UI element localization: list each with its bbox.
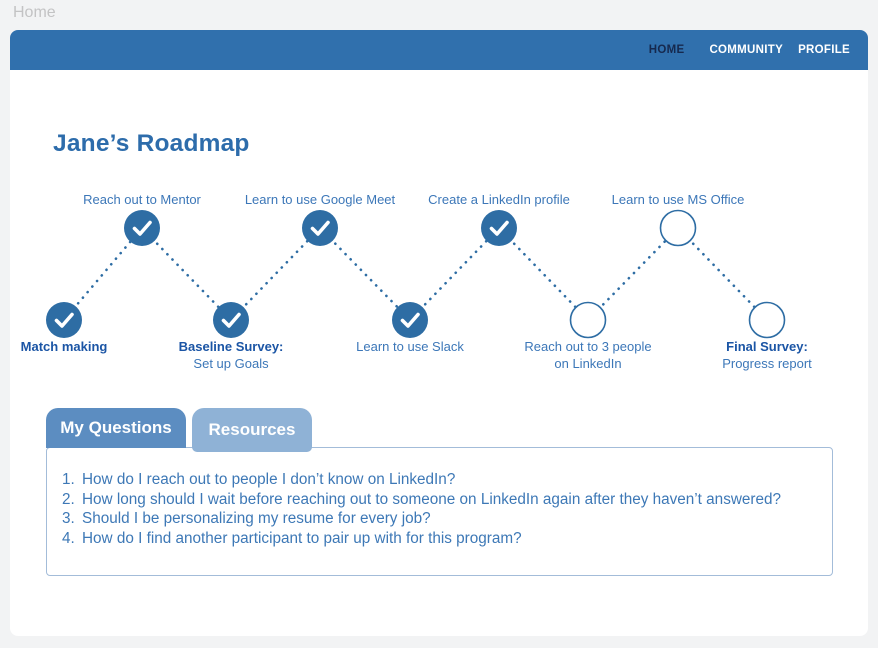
question-item: How do I find another participant to pai…: [79, 529, 832, 549]
milestone-circle-incomplete[interactable]: [748, 301, 786, 339]
milestone-circle-completed[interactable]: [213, 302, 249, 338]
milestone-circle-completed[interactable]: [124, 210, 160, 246]
page-title: Jane’s Roadmap: [53, 130, 250, 157]
questions-panel: How do I reach out to people I don’t kno…: [46, 447, 833, 576]
milestone-label: Reach out to Mentor: [83, 192, 201, 207]
roadmap-connector-line: [676, 226, 769, 322]
checkmark-icon: [54, 312, 74, 328]
roadmap-connector-line: [497, 226, 590, 322]
milestone-label: Create a LinkedIn profile: [428, 192, 570, 207]
milestone-circle-incomplete[interactable]: [659, 209, 697, 247]
milestone-label: Final Survey:Progress report: [722, 339, 812, 371]
nav-item-community[interactable]: COMMUNITY: [709, 44, 784, 56]
header-nav: HOME COMMUNITY PROFILE: [10, 30, 868, 70]
nav-item-profile[interactable]: PROFILE: [798, 44, 850, 56]
roadmap-connector-line: [318, 226, 412, 322]
checkmark-icon: [221, 312, 241, 328]
milestone-label: Learn to use MS Office: [611, 192, 745, 207]
milestone-label: Match making: [20, 339, 108, 354]
question-item: Should I be personalizing my resume for …: [79, 509, 832, 529]
question-item: How do I reach out to people I don’t kno…: [79, 470, 832, 490]
milestone-label: Baseline Survey:Set up Goals: [178, 339, 284, 371]
milestone-label: Learn to use Slack: [356, 339, 464, 354]
nav-item-home[interactable]: HOME: [648, 44, 685, 56]
roadmap-connector-line: [229, 226, 322, 322]
roadmap-svg: [46, 209, 786, 339]
milestone-circle-completed[interactable]: [302, 210, 338, 246]
tab-resources[interactable]: Resources: [192, 408, 312, 452]
checkmark-icon: [132, 220, 152, 236]
roadmap-connector-line: [62, 226, 144, 322]
checkmark-icon: [310, 220, 330, 236]
questions-list: How do I reach out to people I don’t kno…: [47, 470, 832, 548]
checkmark-icon: [489, 220, 509, 236]
checkmark-icon: [400, 312, 420, 328]
milestone-circle-incomplete[interactable]: [569, 301, 607, 339]
milestone-circle-completed[interactable]: [392, 302, 428, 338]
question-item: How long should I wait before reaching o…: [79, 490, 832, 510]
milestone-label: Learn to use Google Meet: [244, 192, 396, 207]
tab-my-questions[interactable]: My Questions: [46, 408, 186, 448]
milestone-circle-completed[interactable]: [481, 210, 517, 246]
roadmap-connector-line: [140, 226, 233, 322]
roadmap-connector-line: [586, 226, 680, 322]
milestone-circle-completed[interactable]: [46, 302, 82, 338]
roadmap-connector-line: [408, 226, 501, 322]
content-card: HOME COMMUNITY PROFILE Jane’s Roadmap Matc…: [10, 30, 868, 636]
home-label: Home: [13, 4, 56, 21]
